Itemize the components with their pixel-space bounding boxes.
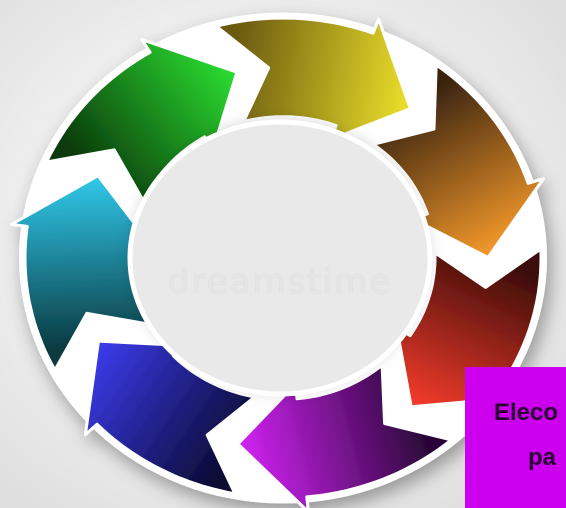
yellow-arrow bbox=[214, 16, 412, 141]
orange-arrow bbox=[371, 63, 545, 259]
label-line-2: pa bbox=[528, 444, 557, 471]
watermark: dreamstime bbox=[167, 262, 393, 302]
blue-arrow bbox=[83, 339, 257, 496]
purple-arrow bbox=[236, 363, 453, 508]
inner-hole bbox=[127, 119, 433, 397]
label-box: Eleco pa bbox=[465, 367, 566, 508]
label-line-1: Eleco bbox=[494, 399, 559, 426]
